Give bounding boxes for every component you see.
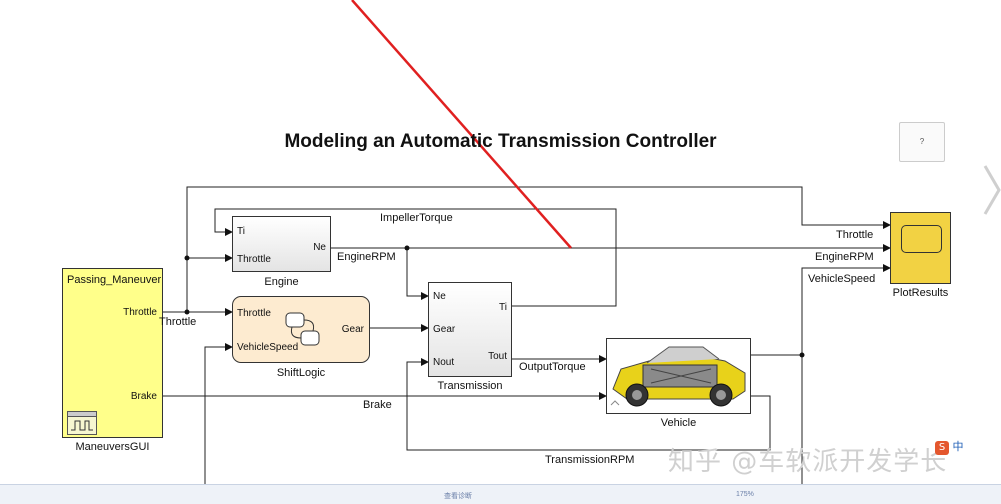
diagram-title: Modeling an Automatic Transmission Contr… <box>284 131 717 152</box>
maneuvers-gui-block[interactable]: Passing_Maneuver Throttle Brake <box>62 268 163 438</box>
port-throttle-out: Throttle <box>123 307 157 318</box>
engine-name: Engine <box>264 276 299 288</box>
plotresults-name: PlotResults <box>892 287 949 299</box>
ime-mode: 中 <box>952 440 964 453</box>
vehicle-block[interactable] <box>606 338 751 414</box>
port-ti-out: Ti <box>499 302 507 313</box>
shiftlogic-block[interactable]: Throttle VehicleSpeed Gear <box>232 296 370 363</box>
signal-label-vehiclespeed: VehicleSpeed <box>808 273 876 285</box>
shiftlogic-name: ShiftLogic <box>276 367 326 379</box>
signal-label-enginerpm-scope: EngineRPM <box>815 251 874 263</box>
port-throttle-in: Throttle <box>237 254 271 265</box>
engine-block[interactable]: Ti Throttle Ne <box>232 216 331 272</box>
port-throttle-in: Throttle <box>237 308 271 319</box>
help-button[interactable]: ? <box>899 122 945 162</box>
transmission-block[interactable]: Ne Gear Nout Ti Tout <box>428 282 512 377</box>
model-canvas[interactable]: Modeling an Automatic Transmission Contr… <box>0 0 1001 484</box>
signal-label-brake: Brake <box>363 399 392 411</box>
port-vehiclespeed-in: VehicleSpeed <box>237 342 299 353</box>
status-zoom: 175% <box>736 491 754 498</box>
car-image-icon <box>610 346 746 407</box>
port-brake-out: Brake <box>130 391 157 402</box>
stateflow-chart-icon <box>285 312 320 346</box>
annotation-arrow <box>351 0 572 249</box>
sogou-logo-icon: S <box>935 441 949 455</box>
signal-label-throttle-scope: Throttle <box>836 229 874 241</box>
port-nout-in: Nout <box>433 357 455 368</box>
signal-lines <box>163 0 891 484</box>
maneuvers-gui-name: ManeuversGUI <box>75 441 150 453</box>
maneuver-header: Passing_Maneuver <box>67 274 162 286</box>
signal-label-outputtorque: OutputTorque <box>519 361 586 373</box>
port-gear-out: Gear <box>341 324 364 335</box>
port-gear-in: Gear <box>433 324 456 335</box>
ime-toolbar[interactable]: S 中 <box>935 438 1001 456</box>
scope-screen-icon <box>901 225 942 253</box>
signal-label-throttle: Throttle <box>159 316 197 328</box>
signal-builder-icon <box>67 411 97 435</box>
vehicle-name: Vehicle <box>660 417 697 429</box>
status-bar: 查看诊断 175% <box>0 484 1001 504</box>
port-ti-in: Ti <box>237 226 245 237</box>
port-ne-out: Ne <box>313 242 326 253</box>
chevron-right-icon[interactable] <box>981 160 1001 220</box>
signal-label-impellertorque: ImpellerTorque <box>380 212 453 224</box>
port-tout-out: Tout <box>488 351 507 362</box>
signal-label-enginerpm: EngineRPM <box>337 251 396 263</box>
watermark-text: 知乎 @车软派开发学长 <box>668 447 948 477</box>
plotresults-block[interactable] <box>890 212 951 284</box>
port-ne-in: Ne <box>433 291 446 302</box>
signal-label-transmissionrpm: TransmissionRPM <box>545 454 635 466</box>
transmission-name: Transmission <box>437 380 503 392</box>
status-diagnostics[interactable]: 查看诊断 <box>444 493 472 500</box>
